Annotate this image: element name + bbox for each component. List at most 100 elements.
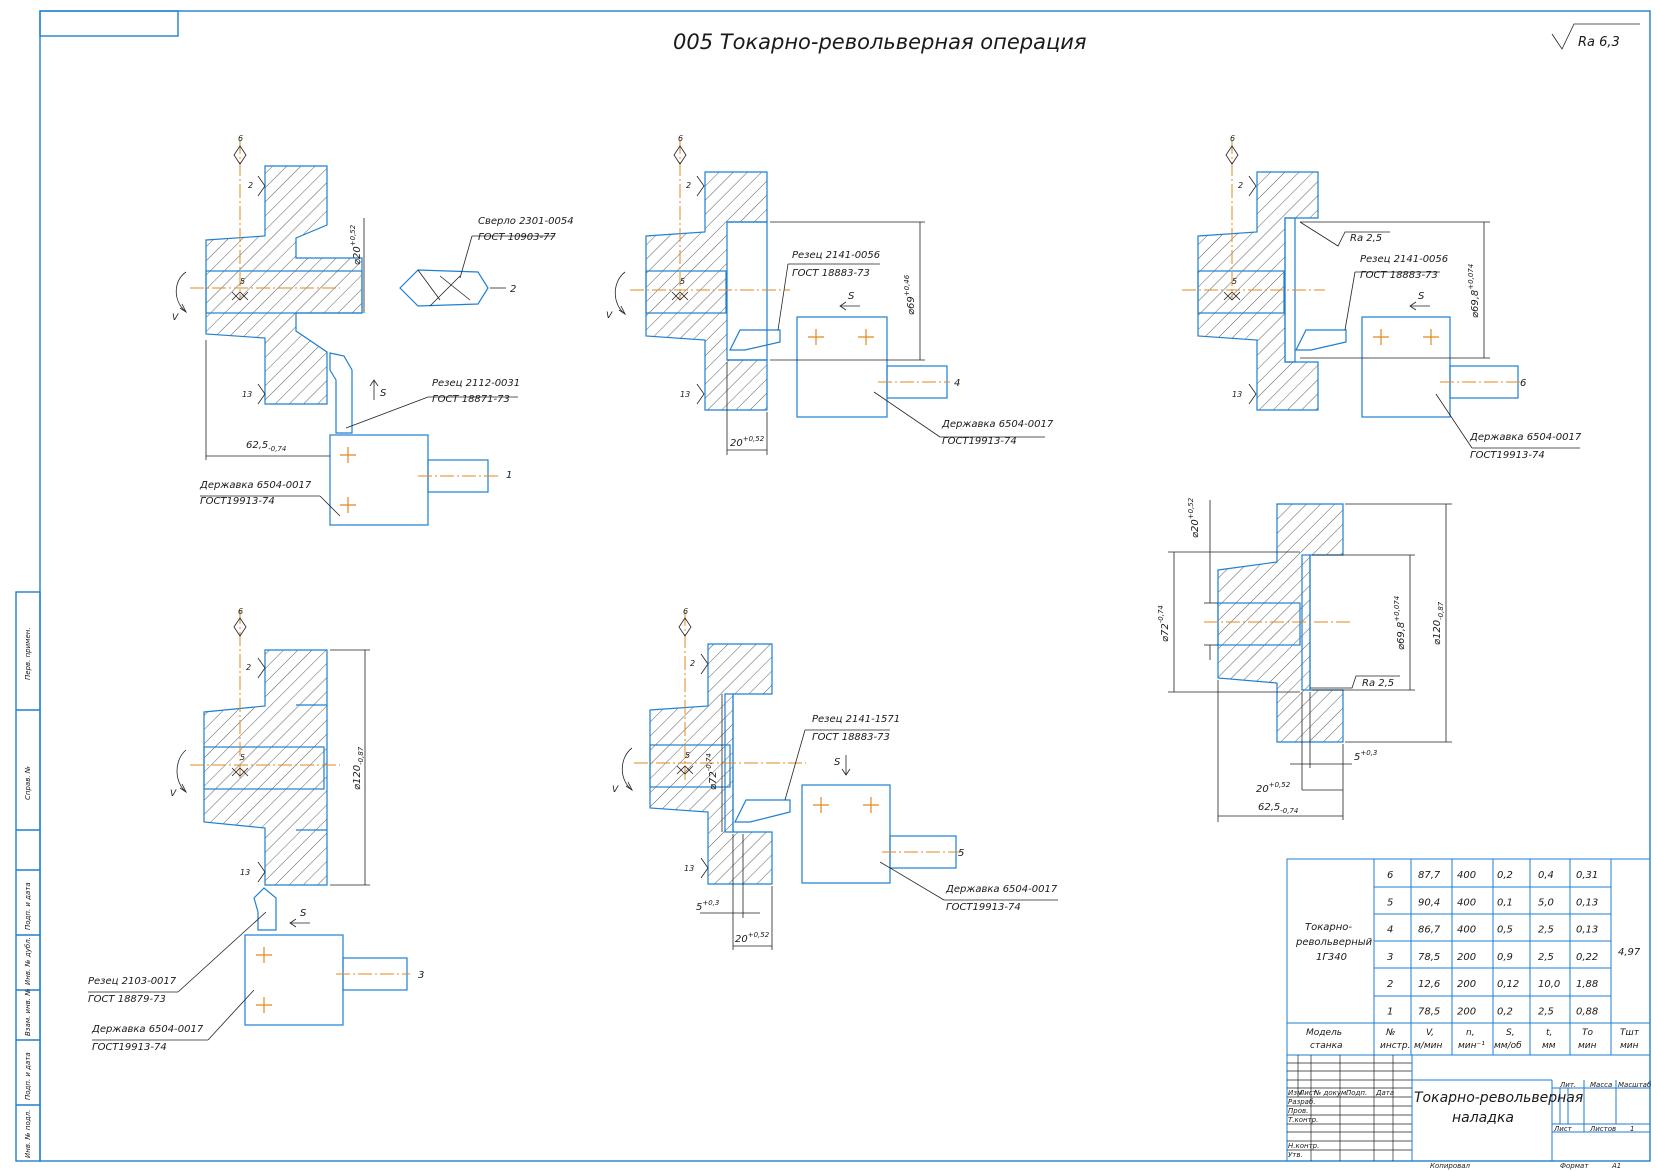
title-block: Изм Лист № докум. Подп. Дата Разраб. Про… bbox=[1286, 1054, 1652, 1170]
cutter-std: ГОСТ 18879-73 bbox=[88, 994, 166, 1005]
v2-v-label: V bbox=[606, 311, 613, 321]
stamp-format: Формат bbox=[1560, 1162, 1589, 1170]
side-sprav: Справ. № bbox=[24, 766, 32, 800]
table-cell-s: 0,5 bbox=[1497, 925, 1513, 936]
hdr-model-1: Модель bbox=[1306, 1028, 1342, 1038]
base-label-5: 5 bbox=[240, 753, 245, 762]
hdr-t-2: мм bbox=[1542, 1041, 1556, 1051]
base-label-13: 13 bbox=[240, 868, 250, 877]
stamp-massa: Масса bbox=[1590, 1081, 1612, 1089]
v1-holder bbox=[329, 434, 429, 526]
base-label-5: 5 bbox=[685, 751, 690, 760]
table-cell-s: 0,9 bbox=[1497, 952, 1513, 963]
table-cell-to: 0,13 bbox=[1576, 925, 1598, 936]
hdr-to-1: Tо bbox=[1582, 1028, 1593, 1038]
stamp-format-val: A1 bbox=[1611, 1162, 1621, 1170]
table-cell-to: 0,31 bbox=[1576, 870, 1598, 881]
table-cell-t: 2,5 bbox=[1538, 1007, 1554, 1018]
stamp-razrab: Разраб. bbox=[1288, 1098, 1316, 1106]
v6-l20-label: 20+0,52 bbox=[1256, 781, 1291, 795]
table-cell-v: 90,4 bbox=[1418, 897, 1440, 908]
base-symbol-13 bbox=[257, 383, 266, 405]
table-cell-s: 0,2 bbox=[1497, 870, 1513, 881]
holder-std: ГОСТ19913-74 bbox=[200, 496, 275, 507]
v1-bore bbox=[205, 270, 363, 314]
stamp-list: Лист bbox=[1298, 1089, 1318, 1097]
table-cell-t: 2,5 bbox=[1538, 952, 1554, 963]
v5-dia-label: ⌀72-0,74 bbox=[705, 753, 719, 790]
table-cell-t: 2,5 bbox=[1538, 925, 1554, 936]
base-label-2: 2 bbox=[246, 663, 251, 672]
hdr-tsht-2: мин bbox=[1620, 1041, 1639, 1051]
roughness-symbol: Ra 6,3 bbox=[1551, 23, 1640, 50]
base-symbol-5 bbox=[231, 291, 249, 301]
roughness-value: Ra 6,3 bbox=[1578, 35, 1620, 50]
table-cell-rpm: 200 bbox=[1457, 952, 1476, 963]
side-inv-podl: Инв. № подл. bbox=[24, 1110, 32, 1158]
side-podp-data2: Подп. и дата bbox=[24, 1052, 32, 1100]
base-label-6: 6 bbox=[678, 134, 683, 143]
sheet-frame bbox=[15, 10, 1651, 1162]
holder-std: ГОСТ19913-74 bbox=[942, 436, 1017, 447]
holder-name: Державка 6504-0017 bbox=[91, 1024, 204, 1035]
side-vzam: Взам. инв. № bbox=[24, 988, 32, 1036]
holder-std: ГОСТ19913-74 bbox=[92, 1042, 167, 1053]
stamp-nkontr: Н.контр. bbox=[1288, 1142, 1319, 1150]
hdr-tsht-1: Tшт bbox=[1620, 1028, 1640, 1038]
hdr-rpm-1: n, bbox=[1466, 1028, 1475, 1038]
stamp-title-2: наладка bbox=[1452, 1110, 1514, 1126]
view-1: 6 2 5 13 V ⌀20+0,52 Сверло 2301-0054 ГОС… bbox=[172, 134, 574, 526]
cutter-std: ГОСТ 18871-73 bbox=[432, 394, 510, 405]
v6-d698-label: ⌀69,8+0,074 bbox=[1393, 596, 1407, 650]
tool-number: 1 bbox=[506, 470, 512, 481]
v6-d120-label: ⌀120-0,87 bbox=[1432, 601, 1445, 645]
table-cell-v: 78,5 bbox=[1418, 1007, 1440, 1018]
cutter-name: Резец 2103-0017 bbox=[88, 976, 177, 987]
table-cell-to: 0,22 bbox=[1576, 952, 1598, 963]
base-label-2: 2 bbox=[1238, 181, 1243, 190]
v5-w-label: 5+0,3 bbox=[696, 899, 719, 913]
view-2: 6 2 5 13 V Резец 2141-0056 ГОСТ 18883-73… bbox=[606, 134, 1054, 455]
base-label-2: 2 bbox=[248, 181, 253, 190]
hdr-to-2: мин bbox=[1578, 1041, 1597, 1051]
table-cell-t: 10,0 bbox=[1538, 979, 1560, 990]
drill-std: ГОСТ 10903-77 bbox=[478, 232, 556, 243]
feed-label: S bbox=[1418, 291, 1425, 302]
feed-label: S bbox=[380, 388, 387, 399]
table-cell-t: 5,0 bbox=[1538, 897, 1554, 908]
v2-cutter bbox=[729, 329, 781, 351]
tool-number: 5 bbox=[958, 848, 964, 859]
table-cell-s: 0,2 bbox=[1497, 1007, 1513, 1018]
table-cell-v: 86,7 bbox=[1418, 925, 1441, 936]
v1-len-label: 62,5-0,74 bbox=[246, 440, 286, 453]
feed-label: S bbox=[848, 291, 855, 302]
v6-l625-label: 62,5-0,74 bbox=[1258, 802, 1298, 815]
cutter-name: Резец 2141-1571 bbox=[812, 714, 900, 725]
stamp-data: Дата bbox=[1375, 1089, 1394, 1097]
v2-part-section bbox=[645, 171, 768, 411]
cutter-name: Резец 2112-0031 bbox=[432, 378, 520, 389]
base-symbol-2 bbox=[257, 175, 266, 197]
v5-len-label: 20+0,52 bbox=[735, 931, 770, 945]
stamp-listov-val: 1 bbox=[1630, 1125, 1634, 1133]
hdr-v-2: м/мин bbox=[1414, 1041, 1442, 1051]
v6-ra: Ra 2,5 bbox=[1362, 678, 1394, 689]
v2-dia-label: ⌀69+0,46 bbox=[903, 274, 917, 315]
table-cell-n: 1 bbox=[1387, 1007, 1393, 1018]
stamp-prov: Пров. bbox=[1288, 1107, 1308, 1115]
table-cell-s: 0,1 bbox=[1497, 897, 1513, 908]
stamp-ndoc: № докум. bbox=[1313, 1089, 1349, 1097]
cutter-std: ГОСТ 18883-73 bbox=[1360, 270, 1438, 281]
base-label-2: 2 bbox=[690, 659, 695, 668]
table-cell-t: 0,4 bbox=[1538, 870, 1554, 881]
stamp-izm: Изм bbox=[1288, 1089, 1303, 1097]
stamp-listov: Листов bbox=[1589, 1125, 1616, 1133]
hdr-model-2: станка bbox=[1310, 1041, 1343, 1051]
drill-icon bbox=[399, 269, 489, 307]
base-label-6: 6 bbox=[238, 134, 243, 143]
table-cell-rpm: 400 bbox=[1457, 897, 1476, 908]
v1-part-section bbox=[205, 165, 363, 405]
base-label-5: 5 bbox=[240, 277, 245, 286]
stamp-kopiroval: Копировал bbox=[1430, 1162, 1471, 1170]
